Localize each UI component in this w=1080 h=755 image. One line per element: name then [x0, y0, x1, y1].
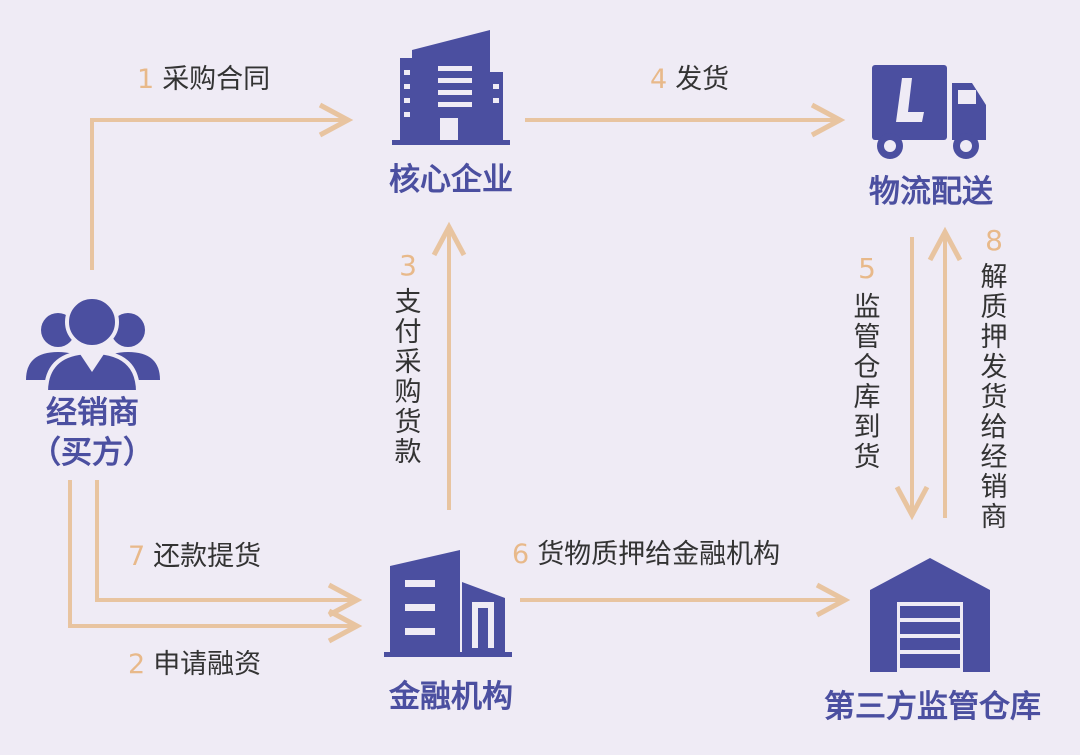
arrow-head-8 — [927, 226, 963, 262]
bank-building-icon — [384, 550, 512, 657]
step-4-number: 4 — [650, 64, 668, 95]
step-7-text: 还款提货 — [153, 541, 262, 572]
office-building-icon — [392, 30, 510, 145]
core-enterprise-label: 核心企业 — [389, 162, 513, 198]
step-7-number: 7 — [128, 541, 146, 572]
delivery-truck-icon — [872, 65, 986, 159]
step-4-text: 发货 — [675, 64, 730, 95]
step-3-number: 3 — [399, 249, 417, 282]
arrow-head-4 — [810, 102, 846, 138]
warehouse-label: 第三方监管仓库 — [824, 689, 1041, 725]
arrow-step-7 — [95, 480, 352, 602]
step-2-number: 2 — [128, 649, 146, 680]
dealer-label-sub: （买方） — [30, 435, 154, 471]
step-5-text: 监管仓库到货 — [853, 292, 881, 473]
financial-institution-label: 金融机构 — [389, 679, 513, 715]
arrow-head-3 — [431, 221, 467, 257]
user-group-icon — [26, 295, 160, 394]
logistics-label: 物流配送 — [869, 174, 993, 210]
step-3-text: 支付采购货款 — [394, 287, 422, 468]
warehouse-icon — [870, 558, 990, 672]
step-6-text: 货物质押给金融机构 — [537, 539, 781, 570]
step-5-number: 5 — [858, 252, 876, 285]
dealer-label: 经销商 — [46, 395, 139, 431]
step-2-text: 申请融资 — [153, 649, 262, 680]
arrow-head-7 — [327, 582, 363, 618]
step-8-text: 解质押发货给经销商 — [980, 262, 1008, 533]
step-8-number: 8 — [985, 224, 1003, 257]
arrow-step-2 — [68, 480, 352, 628]
arrow-head-5 — [894, 485, 930, 521]
step-1-text: 采购合同 — [162, 64, 271, 95]
step-1-number: 1 — [137, 64, 155, 95]
arrow-head-1 — [318, 102, 354, 138]
arrow-head-2 — [327, 608, 363, 644]
step-6-number: 6 — [512, 539, 530, 570]
arrow-step-1 — [90, 118, 345, 270]
arrow-head-6 — [815, 582, 851, 618]
